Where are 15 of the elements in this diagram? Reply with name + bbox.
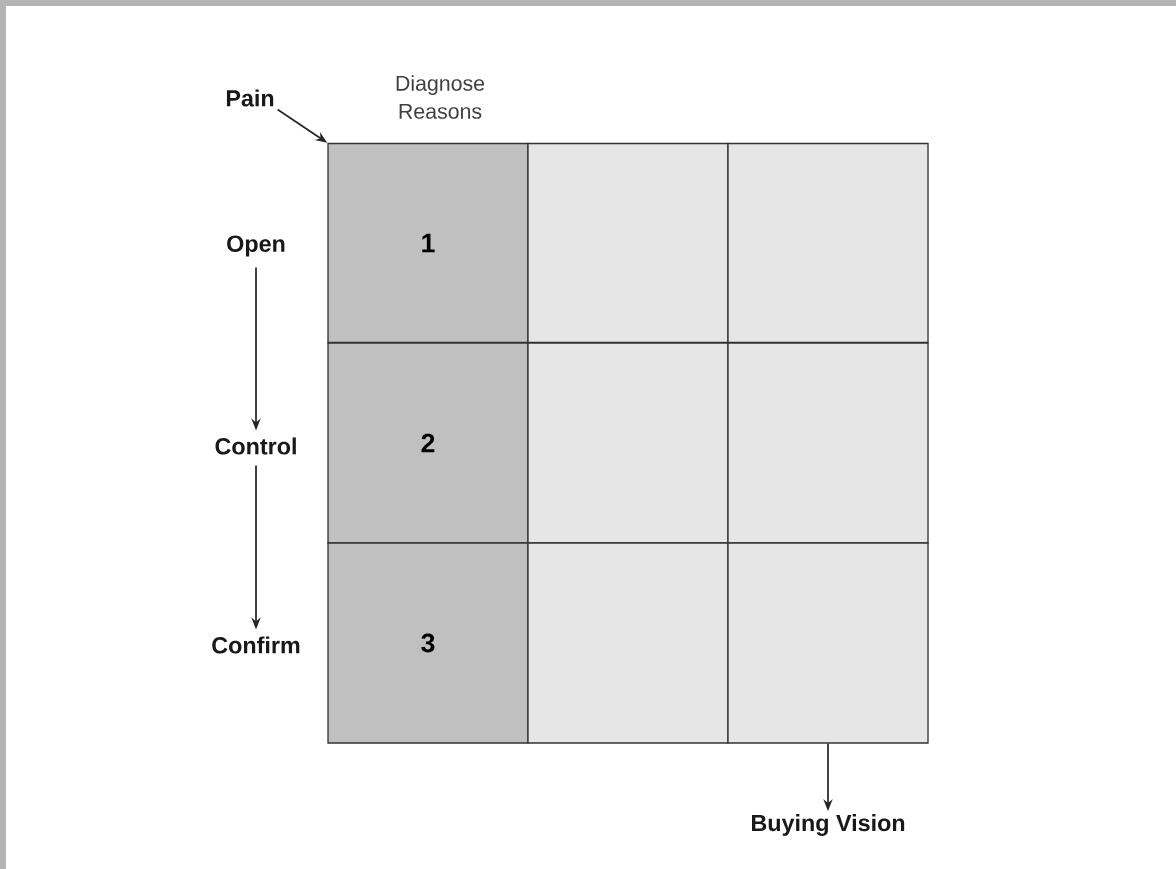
step-label: Confirm	[212, 636, 300, 654]
grid-cell: 3	[327, 542, 529, 744]
grid-cell	[527, 542, 729, 744]
grid-cell	[727, 142, 929, 344]
grid-cell: 2	[327, 342, 529, 544]
grid-cell	[727, 542, 929, 744]
step-label: Open	[227, 235, 285, 257]
grid-cell	[727, 342, 929, 544]
step-label: Pain	[226, 89, 274, 107]
grid-cell: 1	[327, 142, 529, 344]
grid-cell	[527, 142, 729, 344]
step-label: Buying Vision	[752, 814, 905, 836]
step-label: Control	[215, 437, 296, 455]
grid-cell	[527, 342, 729, 544]
column-heading: Diagnose Reasons	[396, 75, 485, 119]
